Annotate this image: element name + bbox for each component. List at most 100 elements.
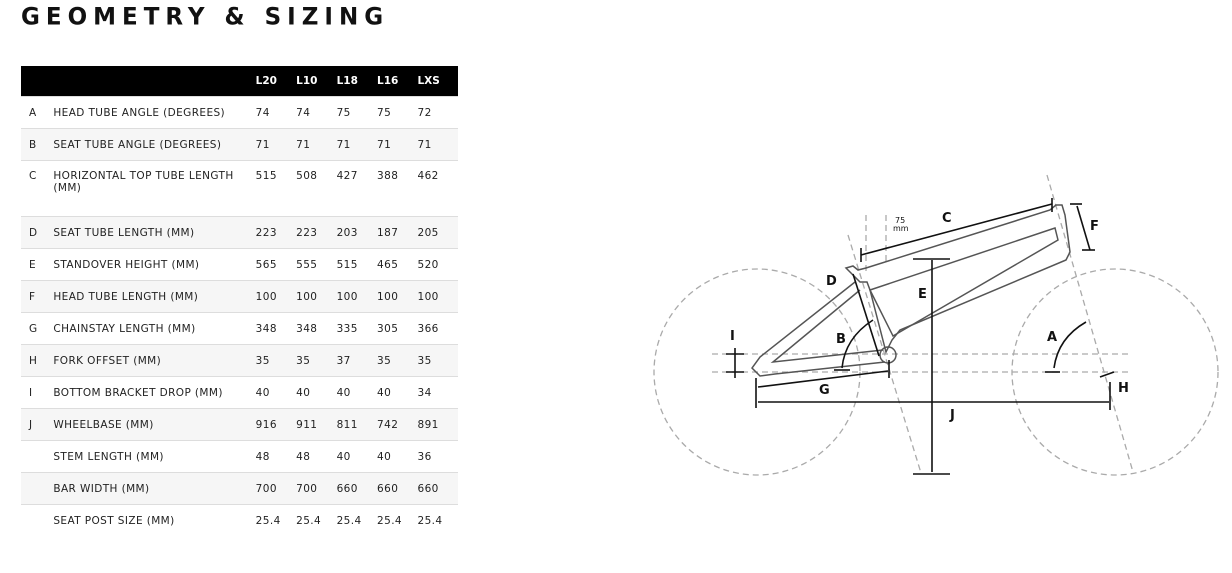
row-value: 742 bbox=[377, 408, 418, 441]
row-value: 25.4 bbox=[336, 504, 378, 536]
row-label: SEAT TUBE ANGLE (DEGREES) bbox=[53, 128, 256, 161]
row-value: 25.4 bbox=[255, 504, 297, 536]
row-value: 36 bbox=[417, 440, 458, 473]
label-f: F bbox=[1090, 219, 1099, 234]
row-value: 366 bbox=[417, 312, 458, 345]
row-value: 223 bbox=[255, 216, 297, 249]
row-value: 35 bbox=[417, 344, 458, 377]
column-header: LXS bbox=[417, 66, 458, 97]
row-value: 72 bbox=[417, 96, 458, 129]
row-value: 40 bbox=[377, 376, 418, 409]
row-value: 100 bbox=[377, 280, 418, 313]
row-value: 660 bbox=[336, 472, 378, 505]
row-key: E bbox=[21, 248, 54, 281]
row-value: 916 bbox=[255, 408, 297, 441]
row-value: 515 bbox=[255, 160, 297, 217]
row-value: 100 bbox=[417, 280, 458, 313]
row-value: 25.4 bbox=[296, 504, 337, 536]
row-value: 462 bbox=[417, 160, 458, 217]
row-value: 35 bbox=[296, 344, 337, 377]
row-key: G bbox=[21, 312, 54, 345]
row-value: 515 bbox=[336, 248, 378, 281]
row-value: 348 bbox=[296, 312, 337, 345]
row-value: 74 bbox=[255, 96, 297, 129]
row-value: 335 bbox=[336, 312, 378, 345]
row-value: 100 bbox=[336, 280, 378, 313]
row-value: 37 bbox=[336, 344, 378, 377]
seat-tube-axis bbox=[847, 234, 922, 474]
row-key: I bbox=[21, 376, 54, 409]
row-value: 25.4 bbox=[377, 504, 418, 536]
row-value: 75 bbox=[377, 96, 418, 129]
row-value: 25.4 bbox=[417, 504, 458, 536]
row-value: 71 bbox=[296, 128, 337, 161]
row-value: 811 bbox=[336, 408, 378, 441]
row-value: 48 bbox=[296, 440, 337, 473]
label-c: C bbox=[942, 211, 952, 226]
row-label: STANDOVER HEIGHT (MM) bbox=[53, 248, 256, 281]
row-label: CHAINSTAY LENGTH (MM) bbox=[53, 312, 256, 345]
row-value: 427 bbox=[336, 160, 378, 217]
head-tube-axis bbox=[1046, 174, 1134, 473]
row-value: 660 bbox=[417, 472, 458, 505]
row-label: SEAT TUBE LENGTH (MM) bbox=[53, 216, 256, 249]
frame bbox=[751, 204, 1071, 377]
row-key: C bbox=[21, 160, 54, 217]
row-value: 348 bbox=[255, 312, 297, 345]
row-label: HEAD TUBE LENGTH (MM) bbox=[53, 280, 256, 313]
row-value: 565 bbox=[255, 248, 297, 281]
label-e: E bbox=[918, 287, 927, 302]
label-g: G bbox=[819, 383, 830, 398]
row-value: 100 bbox=[255, 280, 297, 313]
row-key bbox=[21, 440, 54, 473]
label-j: J bbox=[949, 408, 955, 423]
row-value: 40 bbox=[336, 440, 378, 473]
label-b: B bbox=[836, 332, 846, 347]
row-value: 71 bbox=[377, 128, 418, 161]
row-value: 465 bbox=[377, 248, 418, 281]
row-label: SEAT POST SIZE (MM) bbox=[53, 504, 256, 536]
row-label: HORIZONTAL TOP TUBE LENGTH (MM) bbox=[53, 160, 256, 217]
row-value: 205 bbox=[417, 216, 458, 249]
row-label: HEAD TUBE ANGLE (DEGREES) bbox=[53, 96, 256, 129]
row-value: 74 bbox=[296, 96, 337, 129]
row-value: 555 bbox=[296, 248, 337, 281]
row-value: 71 bbox=[255, 128, 297, 161]
column-header: L18 bbox=[336, 66, 378, 97]
row-key bbox=[21, 504, 54, 536]
column-header: L20 bbox=[255, 66, 297, 97]
row-label: BAR WIDTH (MM) bbox=[53, 472, 256, 505]
row-value: 203 bbox=[336, 216, 378, 249]
row-label: BOTTOM BRACKET DROP (MM) bbox=[53, 376, 256, 409]
row-value: 520 bbox=[417, 248, 458, 281]
column-header: L16 bbox=[377, 66, 418, 97]
row-value: 71 bbox=[336, 128, 378, 161]
page-title: GEOMETRY & SIZING bbox=[21, 3, 390, 31]
row-value: 40 bbox=[336, 376, 378, 409]
row-value: 71 bbox=[417, 128, 458, 161]
row-value: 508 bbox=[296, 160, 337, 217]
row-value: 100 bbox=[296, 280, 337, 313]
row-value: 34 bbox=[417, 376, 458, 409]
row-value: 223 bbox=[296, 216, 337, 249]
column-header: L10 bbox=[296, 66, 337, 97]
label-i: I bbox=[730, 329, 735, 344]
row-label: STEM LENGTH (MM) bbox=[53, 440, 256, 473]
row-key: H bbox=[21, 344, 54, 377]
row-key: D bbox=[21, 216, 54, 249]
rear-wheel bbox=[653, 268, 861, 476]
row-value: 305 bbox=[377, 312, 418, 345]
label-a: A bbox=[1047, 330, 1057, 345]
row-value: 48 bbox=[255, 440, 297, 473]
label-d: D bbox=[826, 274, 837, 289]
